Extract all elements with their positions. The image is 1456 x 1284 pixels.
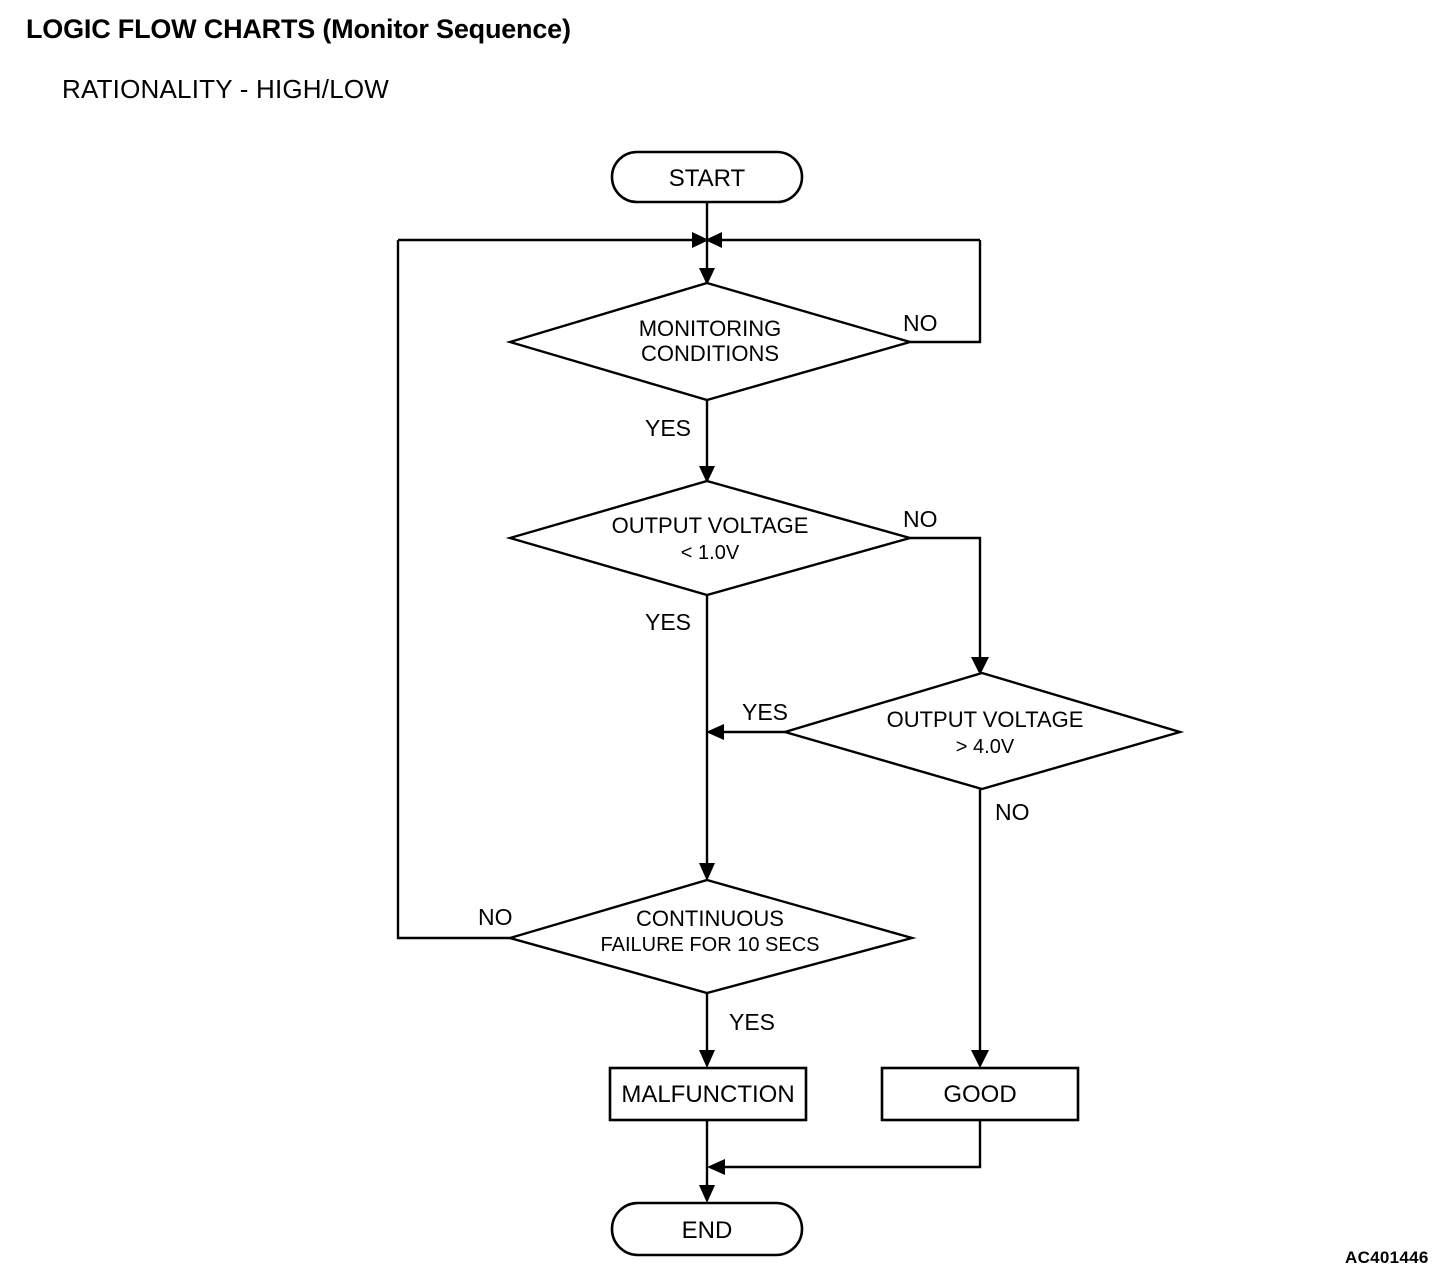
- page-title: LOGIC FLOW CHARTS (Monitor Sequence): [26, 14, 571, 44]
- node-start-label: START: [669, 165, 746, 192]
- node-output-voltage-low[interactable]: OUTPUT VOLTAGE < 1.0V: [505, 479, 915, 597]
- node-output-voltage-high-label-line1: OUTPUT VOLTAGE: [887, 707, 1084, 732]
- edge-label-voltage-low-no: NO: [903, 506, 938, 532]
- edge-voltage-high-no: [971, 789, 989, 1068]
- edge-monitoring-no-into-junction: [705, 232, 980, 248]
- node-good-label: GOOD: [943, 1081, 1016, 1108]
- edge-label-continuous-failure-no: NO: [478, 904, 513, 930]
- node-end[interactable]: END: [610, 1201, 804, 1257]
- edge-voltage-high-yes: [706, 724, 785, 740]
- edge-label-voltage-high-yes: YES: [742, 699, 788, 725]
- node-output-voltage-low-label-line1: OUTPUT VOLTAGE: [612, 513, 809, 538]
- node-output-voltage-high[interactable]: OUTPUT VOLTAGE > 4.0V: [780, 671, 1185, 791]
- node-good[interactable]: GOOD: [880, 1066, 1080, 1122]
- edge-label-monitoring-no: NO: [903, 310, 938, 336]
- edge-label-voltage-high-no: NO: [995, 799, 1030, 825]
- edge-good-to-end: [707, 1120, 982, 1175]
- node-continuous-failure-label-line2: FAILURE FOR 10 SECS: [601, 934, 820, 956]
- edge-label-monitoring-yes: YES: [645, 415, 691, 441]
- node-end-label: END: [682, 1217, 733, 1244]
- page-subtitle: RATIONALITY - HIGH/LOW: [62, 74, 390, 104]
- edge-label-continuous-failure-yes: YES: [729, 1009, 775, 1035]
- edge-label-voltage-low-yes: YES: [645, 609, 691, 635]
- edge-monitoring-yes: [699, 400, 715, 483]
- edge-malfunction-to-end: [699, 1120, 715, 1203]
- node-malfunction-label: MALFUNCTION: [621, 1081, 794, 1108]
- node-monitoring-conditions-label-line2: CONDITIONS: [641, 341, 779, 366]
- edge-continuous-failure-no: [396, 240, 510, 940]
- node-continuous-failure-label-line1: CONTINUOUS: [636, 906, 784, 931]
- node-start[interactable]: START: [610, 150, 804, 204]
- edge-start-to-junction: [699, 202, 715, 285]
- edge-loopback-into-junction: [398, 232, 709, 248]
- edge-monitoring-no: [910, 240, 982, 344]
- node-monitoring-conditions[interactable]: MONITORING CONDITIONS: [505, 281, 915, 402]
- node-continuous-failure[interactable]: CONTINUOUS FAILURE FOR 10 SECS: [505, 878, 917, 995]
- edge-voltage-low-no: [910, 536, 989, 675]
- node-malfunction[interactable]: MALFUNCTION: [608, 1066, 808, 1122]
- node-output-voltage-high-label-line2: > 4.0V: [956, 736, 1015, 758]
- edge-continuous-failure-yes: [699, 993, 715, 1068]
- node-output-voltage-low-label-line2: < 1.0V: [681, 542, 740, 564]
- reference-code: AC401446: [1345, 1248, 1429, 1267]
- edge-voltage-low-yes: [699, 595, 715, 881]
- node-monitoring-conditions-label-line1: MONITORING: [639, 316, 782, 341]
